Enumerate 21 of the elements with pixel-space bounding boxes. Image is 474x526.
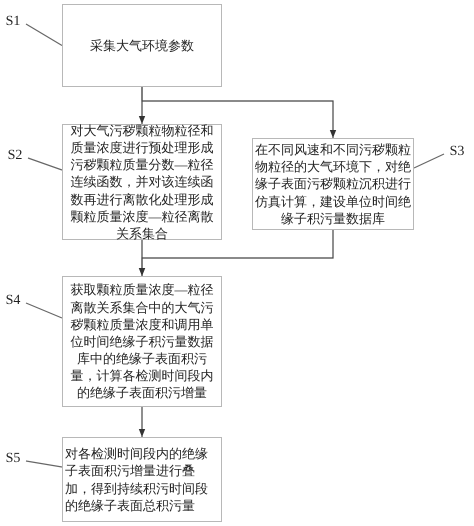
leader-line [28, 157, 62, 171]
leader-line [26, 302, 62, 319]
arrow [138, 230, 334, 276]
step-text: 在不同风速和不同污秽颗粒物粒径的大气环境下，对绝缘子表面污秽颗粒沉积进行仿真计算，建设单位时间绝缘子积污量数据库 [255, 141, 411, 227]
step-text: 采集大气环境参数 [89, 36, 195, 54]
process-box [62, 437, 222, 522]
step-label: S3 [446, 143, 468, 161]
step-label: S4 [2, 292, 24, 310]
step-label: S1 [2, 13, 24, 31]
step-text: 获取颗粒质量浓度—粒径离散关系集合中的大气污秽颗粒质量浓度和调用单位时间绝缘子积污量数据库中的绝缘子表面积污量，计算各检测时间段内的绝缘子表面积污增量 [70, 281, 214, 402]
leader-line [26, 460, 62, 468]
leader-line [26, 23, 62, 46]
arrow [138, 407, 146, 437]
leader-line [414, 153, 444, 169]
arrow [141, 87, 336, 138]
step-text: 对各检测时间段内的绝缘子表面积污增量进行叠加，得到持续积污时间段的绝缘子表面总积污量 [65, 445, 209, 514]
step-text: 对大气污秽颗粒物粒径和质量浓度进行预处理形成污秽颗粒质量分数—粒径连续函数，并对该连续函数再进行离散化处理形成颗粒质量浓度—粒径离散关系集合 [70, 122, 214, 242]
step-label: S2 [4, 147, 26, 165]
step-label: S5 [2, 450, 24, 468]
process-box [62, 276, 222, 407]
process-box [62, 4, 222, 87]
